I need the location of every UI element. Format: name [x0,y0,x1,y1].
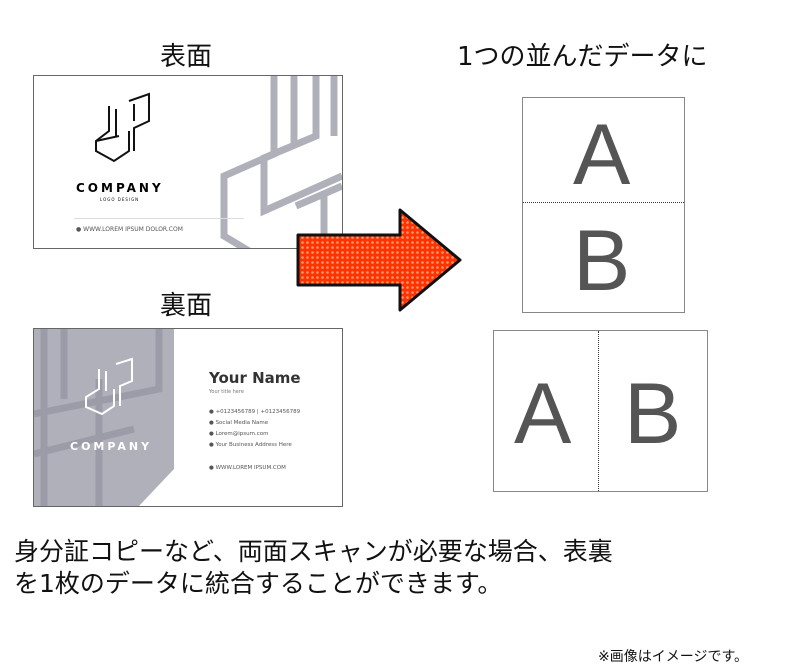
divider [74,218,244,219]
front-card: COMPANY LOGO DESIGN ● WWW.LOREM IPSUM DO… [33,75,343,249]
company-logo-icon [85,357,133,416]
contact-text: +0123456789 | +0123456789 [215,409,301,415]
right-arrow-icon [296,208,462,312]
back-contacts: ● +0123456789 | +0123456789 ● Social Med… [209,407,300,474]
contact-text: Social Media Name [215,420,269,426]
letter-b: B [624,366,682,462]
back-name: Your Name [209,369,301,387]
front-website: ● WWW.LOREM IPSUM DOLOR.COM [76,226,183,233]
contact-website: ● WWW.LOREM IPSUM.COM [209,465,286,471]
letter-a: A [514,366,572,462]
image-note: ※画像はイメージです。 [598,649,749,665]
fold-line [523,202,684,203]
back-label: 裏面 [160,291,213,321]
contact-social: ● Social Media Name [209,420,269,426]
horizontal-layout-sheet: A B [493,330,708,492]
letter-a: A [573,107,631,203]
front-website-text: WWW.LOREM IPSUM DOLOR.COM [83,226,183,233]
letter-b: B [573,213,631,309]
contact-phone: ● +0123456789 | +0123456789 [209,409,301,415]
back-card: COMPANY Your Name Your title here ● +012… [33,328,343,507]
fold-line [598,331,599,491]
front-tagline: LOGO DESIGN [100,197,140,202]
contact-text: WWW.LOREM IPSUM.COM [215,465,286,471]
back-company: COMPANY [70,440,153,453]
description-line-2: を1枚のデータに統合することができます。 [14,569,503,598]
description-line-1: 身分証コピーなど、両面スキャンが必要な場合、表裏 [14,537,613,566]
result-label: 1つの並んだデータに [457,42,708,72]
contact-email: ● Lorem@ipsum.com [209,431,269,437]
company-logo-icon [95,92,150,163]
contact-text: Lorem@ipsum.com [215,431,269,437]
front-company: COMPANY [76,181,164,195]
contact-text: Your Business Address Here [215,442,292,448]
front-label: 表面 [160,42,213,72]
contact-address: ● Your Business Address Here [209,442,292,448]
back-title: Your title here [209,389,244,395]
back-card-panel [34,329,174,506]
vertical-layout-sheet: A B [522,97,685,313]
